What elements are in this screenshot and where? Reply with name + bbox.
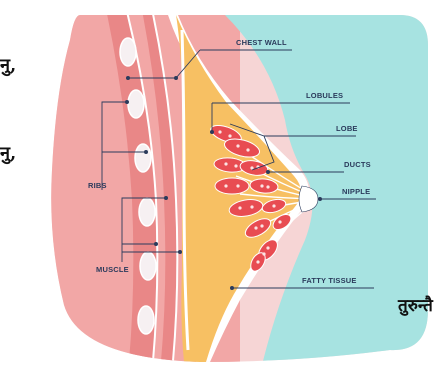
rib-oval [140,252,156,280]
label-lobules: LOBULES [306,91,343,100]
rib-oval [138,306,154,334]
label-ducts: DUCTS [344,160,371,169]
cropped-text-fragment: नु, [0,145,16,163]
label-muscle: MUSCLE [96,265,129,274]
rib-oval [139,198,155,226]
rib-oval [135,144,151,172]
label-chest-wall: CHEST WALL [236,38,287,47]
label-ribs: RIBS [88,181,107,190]
label-fatty-tissue: FATTY TISSUE [302,276,357,285]
lobe [215,178,249,194]
rib-oval [128,90,144,118]
cropped-text-fragment: तुरुन्तै [398,298,433,315]
label-lobe: LOBE [336,124,358,133]
label-nipple: NIPPLE [342,187,370,196]
cropped-text-fragment: नु, [0,57,16,75]
rib-oval [120,38,136,66]
